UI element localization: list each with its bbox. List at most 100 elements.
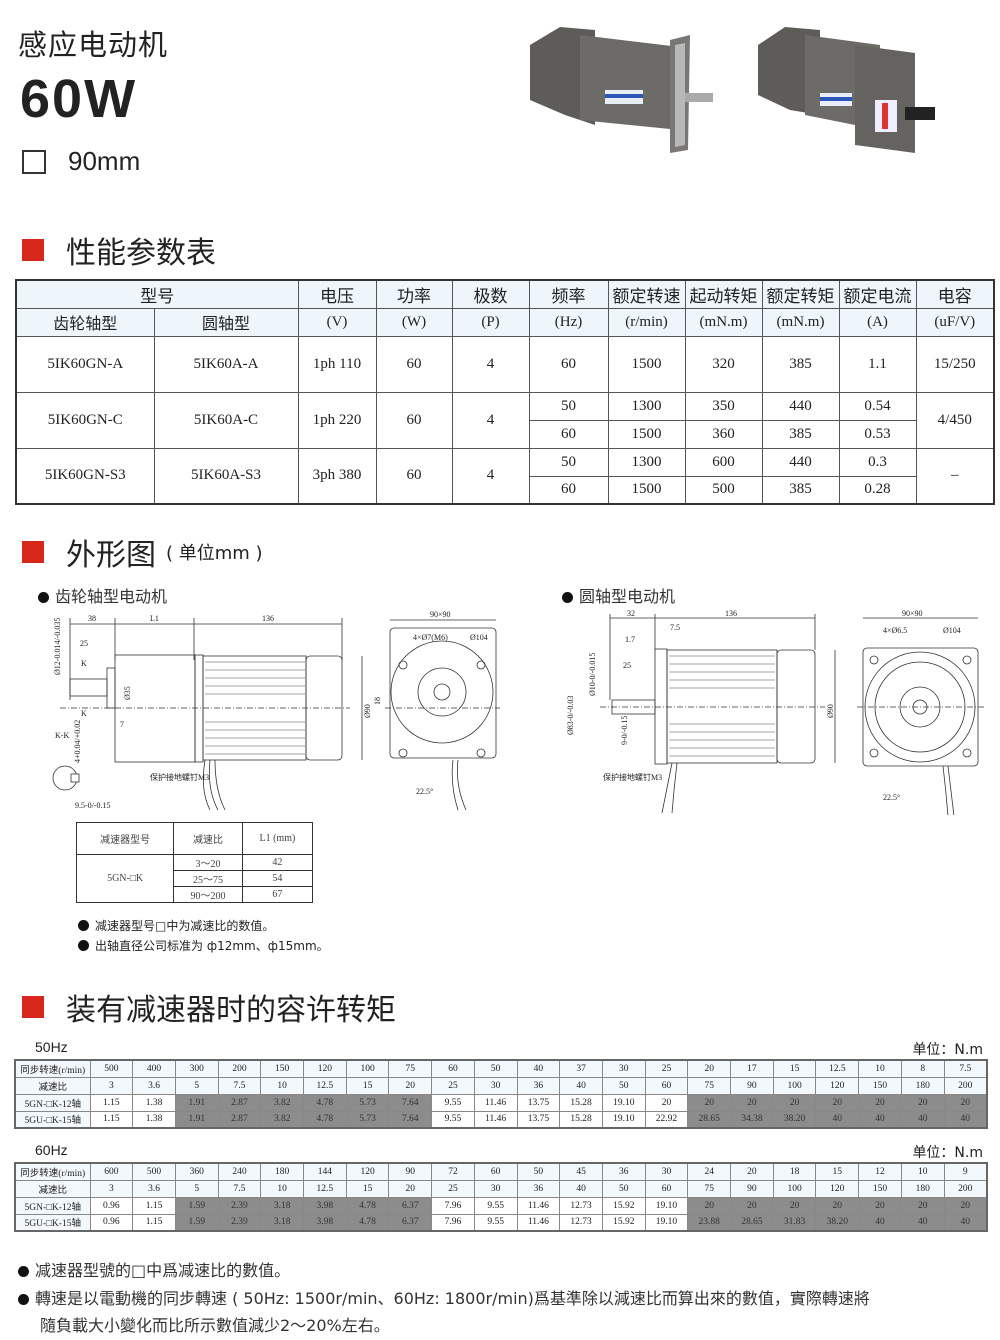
ground-screw-label: 保护接地螺钉M3 <box>603 772 662 782</box>
speed-cell: 60 <box>431 1059 475 1078</box>
freq-label-50: 50Hz <box>35 1039 68 1055</box>
ratio-cell: 30 <box>473 1076 518 1095</box>
rated-speed: 1500 <box>607 475 686 505</box>
ratio-cell: 30 <box>473 1179 518 1198</box>
speed-cell: 50 <box>516 1162 561 1181</box>
speed-cell: 300 <box>174 1059 219 1078</box>
header-poles: 极数 <box>451 279 530 309</box>
outline-note: 出轴直径公司标准为 ф12mm、ф15mm。 <box>78 937 329 954</box>
ratio-cell: 200 <box>943 1179 988 1198</box>
speed-cell: 10 <box>858 1059 902 1078</box>
section-k: K <box>81 709 87 718</box>
gu15-cell: 19.10 <box>644 1213 689 1232</box>
ratio-cell: 200 <box>943 1076 988 1095</box>
gn12-cell: 20 <box>943 1196 988 1215</box>
gu15-cell: 1.15 <box>89 1110 134 1129</box>
l1-value: 67 <box>241 886 314 903</box>
speed-cell: 500 <box>132 1162 176 1181</box>
unit-cell: (uF/V) <box>915 307 995 337</box>
ratio-cell: 3.6 <box>132 1076 176 1095</box>
gn12-cell: 20 <box>900 1196 945 1215</box>
speed-cell: 7.5 <box>943 1059 988 1078</box>
speed-cell: 12.5 <box>815 1059 860 1078</box>
header-l1: L1 (mm) <box>241 822 314 855</box>
gn12-cell: 20 <box>858 1196 902 1215</box>
speed-cell: 400 <box>132 1059 176 1078</box>
gu15-cell: 38.20 <box>815 1213 860 1232</box>
speed-cell: 30 <box>601 1059 646 1078</box>
note-text: 减速器型號的□中爲减速比的數值。 <box>35 1261 291 1280</box>
gear-model: 5IK60GN-A <box>15 335 155 393</box>
header-voltage: 电压 <box>297 279 377 309</box>
speed-cell: 72 <box>431 1162 475 1181</box>
gn12-cell: 20 <box>730 1196 774 1215</box>
gu15-cell: 15.92 <box>601 1213 646 1232</box>
dim-phi35: Ø35 <box>123 686 132 700</box>
dim-136: 136 <box>262 614 274 623</box>
dim-angle: 22.5° <box>416 787 433 796</box>
section-torque-title: 装有减速器时的容许转矩 <box>66 993 396 1028</box>
ratio-cell: 150 <box>858 1179 902 1198</box>
gn12-cell: 11.46 <box>516 1196 561 1215</box>
ratio-cell: 25 <box>431 1179 475 1198</box>
product-category: 感应电动机 <box>18 28 169 62</box>
gu15-cell: 7.96 <box>431 1213 475 1232</box>
rated-current: 0.53 <box>838 419 917 449</box>
dim-1-7: 1.7 <box>625 635 635 644</box>
gn12-cell: 13.75 <box>516 1093 561 1112</box>
ratio-cell: 100 <box>772 1076 817 1095</box>
ratio-cell: 150 <box>858 1076 902 1095</box>
gn12-cell: 19.10 <box>601 1093 646 1112</box>
unit-label: 单位：N.m <box>912 1145 983 1161</box>
gn12-cell: 3.82 <box>260 1093 305 1112</box>
row-label: 同步转速(r/min) <box>14 1162 91 1181</box>
ratio-cell: 12.5 <box>303 1179 347 1198</box>
bullet-icon <box>562 592 573 603</box>
motor-photos <box>530 27 935 153</box>
dim-phi104: Ø104 <box>470 633 488 642</box>
ratio-cell: 3 <box>89 1179 134 1198</box>
ratio-cell: 3.6 <box>132 1179 176 1198</box>
rated-speed: 1300 <box>607 447 686 477</box>
rated-current: 0.3 <box>838 447 917 477</box>
gn12-cell: 6.37 <box>388 1196 433 1215</box>
voltage: 3ph 380 <box>297 447 377 505</box>
ratio-cell: 180 <box>900 1076 945 1095</box>
ratio-cell: 90 <box>730 1179 774 1198</box>
gear-motor-title-text: 齿轮轴型电动机 <box>55 587 168 606</box>
gn12-cell: 20 <box>943 1093 988 1112</box>
header-gear-type: 齿轮轴型 <box>15 307 155 337</box>
speed-cell: 10 <box>900 1162 945 1181</box>
gn12-cell: 1.59 <box>174 1196 219 1215</box>
section-outline: 外形图( 单位mm ) <box>22 530 263 574</box>
gn12-cell: 1.15 <box>89 1093 134 1112</box>
starting-torque: 350 <box>684 391 763 421</box>
rated-torque: 440 <box>761 391 840 421</box>
speed-cell: 36 <box>601 1162 646 1181</box>
frequency: 60 <box>528 475 609 505</box>
gu15-cell: 23.88 <box>687 1213 732 1232</box>
rated-torque: 385 <box>761 335 840 393</box>
speed-cell: 20 <box>687 1059 732 1078</box>
bullet-icon <box>78 920 89 931</box>
torque-note: 轉速是以電動機的同步轉速 ( 50Hz: 1500r/min、60Hz: 180… <box>18 1285 870 1309</box>
ratio-cell: 7.5 <box>217 1076 262 1095</box>
gu15-cell: 13.75 <box>516 1110 561 1129</box>
section-spec: 性能参数表 <box>22 228 216 272</box>
gn12-cell: 20 <box>687 1093 732 1112</box>
speed-cell: 150 <box>260 1059 305 1078</box>
dim-phi90: Ø90 <box>826 704 835 718</box>
header-capacitor: 电容 <box>915 279 995 309</box>
gn12-cell: 2.39 <box>217 1196 262 1215</box>
capacitor: 4/450 <box>915 391 995 449</box>
section-outline-unit: ( 单位mm ) <box>166 543 263 564</box>
gear-model: 5IK60GN-S3 <box>15 447 155 505</box>
frequency: 50 <box>528 447 609 477</box>
speed-cell: 12 <box>858 1162 902 1181</box>
starting-torque: 360 <box>684 419 763 449</box>
ratio-cell: 90 <box>730 1076 774 1095</box>
square-icon <box>22 149 46 174</box>
gn12-cell: 20 <box>772 1093 817 1112</box>
round-shaft-motor-photo <box>530 27 713 153</box>
